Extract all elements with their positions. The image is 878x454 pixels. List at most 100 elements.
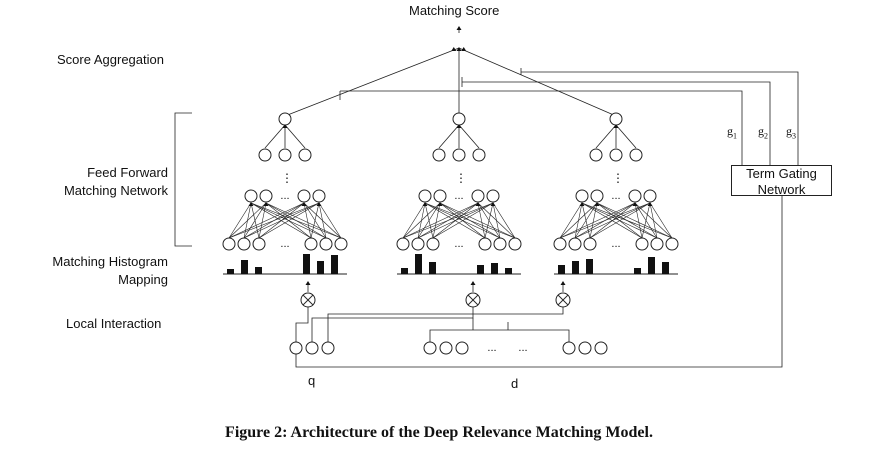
wire-doc-bus [429,329,570,342]
ff-layer2-node-2-4 [486,189,500,203]
local-interaction-label: Local Interaction [66,316,162,331]
ff-layer2-ellipsis-2: ... [454,190,463,202]
ff-input-node-2-1 [396,237,410,251]
ff-dense-edge-2-3-3 [484,202,494,239]
ff-dense-edge-3-1-0 [559,202,598,239]
histogram-bar-3-2 [572,261,579,274]
term-gating-label-line2: Network [757,182,806,197]
ff-dense-arrow-2-1 [437,202,443,206]
ff-dense-edge-1-3-2 [258,202,320,239]
ff-upper-arrow-3 [613,124,619,128]
ff-input-node-1-1 [222,237,236,251]
ff-dense-edge-3-3-5 [649,202,673,239]
matching-score-label: Matching Score [409,3,500,18]
g2-letter: g [758,124,764,138]
wire-q1-interaction [295,307,309,342]
ff-hidden-node-1-3 [298,148,312,162]
ff-dense-edge-2-3-4 [492,202,501,239]
g1-label: g1 [727,124,737,140]
ff-input-node-3-1 [553,237,567,251]
ff-dense-arrow-1-0 [248,202,254,206]
ff-dense-edge-3-3-0 [559,202,651,239]
ff-dense-arrow-1-2 [301,202,307,206]
ff-output-node-3 [609,112,623,126]
doc-ellipsis-2: ... [518,342,527,354]
ff-vdots-2: ⋮ [455,171,467,185]
ff-dense-edge-1-2-3 [303,202,312,239]
ff-upper-edge-2-1 [438,124,460,149]
q-label: q [308,373,316,388]
histogram-bar-1-6 [331,255,338,274]
ff-layer2-node-3-2 [590,189,604,203]
ff-layer2-ellipsis-1: ... [280,190,289,202]
histogram-label-line2: Mapping [118,272,168,287]
ff-layer2-node-3-3 [628,189,642,203]
ff-dense-edge-3-3-1 [574,202,651,239]
interaction-arrow-3 [560,281,566,285]
query-term-node-1 [289,341,303,355]
ff-input-node-1-4 [304,237,318,251]
ff-dense-edge-3-1-4 [596,202,658,239]
wire-query-to-gate [295,196,783,368]
ff-dense-edge-1-1-0 [228,202,267,239]
g1-subscript: 1 [733,131,737,141]
ff-dense-edge-3-1-5 [596,202,673,239]
ff-output-node-1 [278,112,292,126]
ff-hidden-node-1-1 [258,148,272,162]
histogram-bar-1-3 [255,267,262,274]
ff-vdots-3: ⋮ [612,171,624,185]
ff-input-node-3-3 [583,237,597,251]
ff-upper-edge-1-1 [264,124,286,149]
ff-input-node-3-6 [665,237,679,251]
feed-forward-bracket [174,112,192,247]
ff-input-node-3-5 [650,237,664,251]
interaction-cross-b-3 [557,294,569,306]
ff-dense-edge-2-2-0 [402,202,479,239]
ff-input-node-1-6 [334,237,348,251]
ff-layer2-node-2-2 [433,189,447,203]
ff-dense-edge-1-3-5 [318,202,342,239]
histogram-bar-2-3 [429,262,436,274]
feed-forward-label-line2: Matching Network [63,183,168,198]
doc-term-node-5 [578,341,592,355]
d-label: d [511,376,519,391]
aggregation-arrow-2 [456,47,462,51]
score-output-arrow [456,26,462,30]
histogram-bar-3-1 [558,265,565,274]
ff-input-node-2-5 [493,237,507,251]
ff-vdots-1: ⋮ [281,171,293,185]
term-gating-label-line1: Term Gating [746,166,817,181]
ff-layer2-node-1-1 [244,189,258,203]
wire-g3 [521,71,799,165]
histogram-bar-2-6 [505,268,512,274]
doc-term-node-3 [455,341,469,355]
ff-dense-edge-2-3-5 [492,202,516,239]
ff-layer2-node-3-4 [643,189,657,203]
histogram-bar-1-5 [317,261,324,274]
ff-layer2-node-1-2 [259,189,273,203]
ff-dense-edge-3-3-3 [641,202,651,239]
aggregation-arrow-3 [461,47,467,51]
query-term-node-3 [321,341,335,355]
ff-dense-edge-1-1-4 [265,202,327,239]
g2-subscript: 2 [764,131,768,141]
ff-hidden-node-1-2 [278,148,292,162]
ff-dense-edge-1-1-1 [243,202,267,239]
histogram-bar-2-4 [477,265,484,274]
doc-term-node-2 [439,341,453,355]
ff-dense-arrow-2-0 [422,202,428,206]
ff-upper-arrow-2 [456,124,462,128]
query-term-node-2 [305,341,319,355]
ff-dense-arrow-3-3 [647,202,653,206]
ff-dense-edge-3-1-1 [574,202,598,239]
g3-subscript: 3 [792,131,796,141]
ff-hidden-node-2-2 [452,148,466,162]
ff-upper-edge-3-1 [595,124,617,149]
ff-input-node-1-5 [319,237,333,251]
ff-dense-arrow-3-2 [632,202,638,206]
histogram-bar-3-6 [662,262,669,274]
feed-forward-label-line1: Feed Forward [87,165,168,180]
ff-dense-arrow-1-1 [263,202,269,206]
histogram-bar-1-1 [227,269,234,274]
ff-layer2-node-3-1 [575,189,589,203]
